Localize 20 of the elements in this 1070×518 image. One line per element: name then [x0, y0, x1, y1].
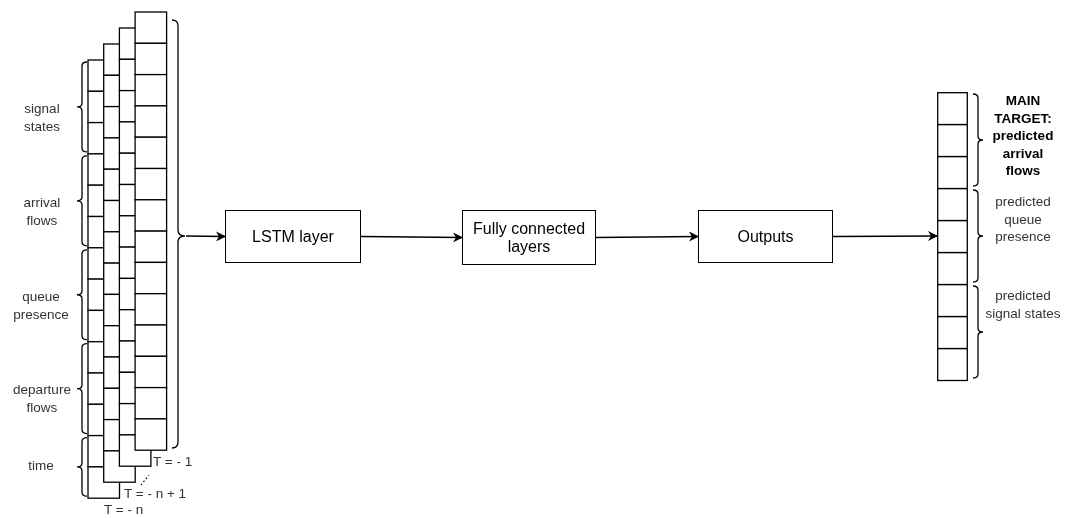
output-vector [937, 92, 968, 380]
input-group-label: departure flows [12, 381, 72, 417]
arrow [185, 231, 226, 242]
process-box: LSTM layer [225, 210, 361, 263]
input-group-label: signal states [23, 100, 61, 136]
arrow [360, 232, 463, 243]
output-group-label: MAIN TARGET: predicted arrival flows [991, 92, 1055, 180]
input-group-label: arrival flows [22, 194, 62, 230]
input-group-label: time [27, 457, 55, 475]
input-matrix-stack-drawing [88, 12, 186, 499]
time-step-label: T = - n [104, 503, 144, 517]
process-box: Outputs [698, 210, 833, 263]
arrow [832, 231, 938, 242]
process-box: Fully connected layers [462, 210, 596, 265]
time-step-label: T = - n + 1 [124, 487, 187, 501]
output-group-label: predicted signal states [985, 287, 1061, 323]
input-group-label: queue presence [12, 288, 70, 324]
time-step-label: T = - 1 [153, 455, 193, 469]
output-group-label: predicted queue presence [994, 193, 1052, 246]
arrow [595, 231, 699, 242]
